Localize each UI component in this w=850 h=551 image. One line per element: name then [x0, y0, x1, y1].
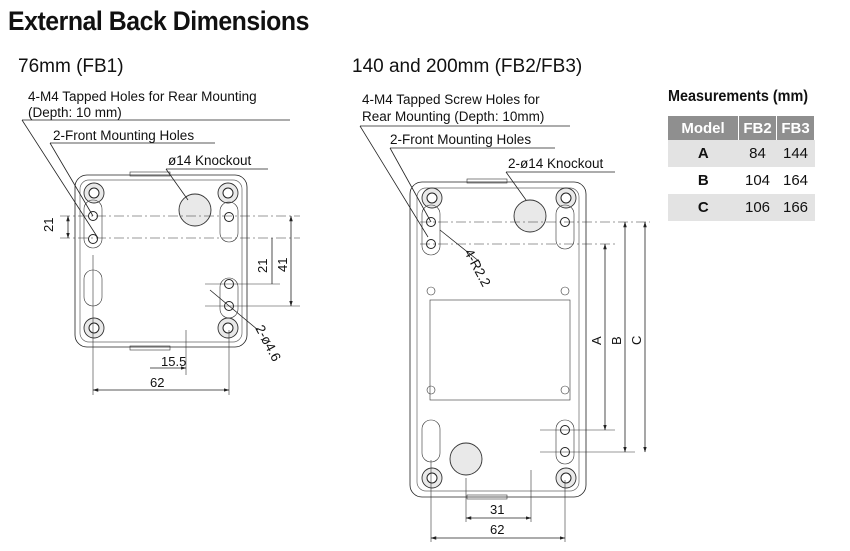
measurements-table: Model FB2 FB3 A 84 144 B 104 164 C 106 1…: [668, 116, 815, 221]
fb1-dim-21b: 21: [255, 259, 270, 273]
fb1-dim-21a: 21: [41, 218, 56, 232]
fb1-depth-label: (Depth: 10 mm): [28, 105, 122, 120]
table-row: A 84 144: [668, 140, 815, 167]
fb1-dim-15-5: 15.5: [161, 354, 186, 369]
fb23-dim-c: C: [629, 336, 644, 345]
fb1-tapped-hole: [222, 187, 234, 199]
fb1-front-label: 2-Front Mounting Holes: [53, 128, 194, 143]
header-model: Model: [668, 116, 739, 140]
fb23-knockout-label: 2-ø14 Knockout: [508, 156, 604, 171]
fb23-drawing: 4-M4 Tapped Screw Holes for Rear Mountin…: [359, 92, 650, 542]
fb1-tapped-label: 4-M4 Tapped Holes for Rear Mounting: [28, 89, 257, 104]
fb23-dim-62: 62: [490, 522, 504, 537]
fb23-dim-b: B: [609, 336, 624, 345]
row-fb2: 84: [738, 140, 777, 167]
fb1-dim-41: 41: [275, 258, 290, 272]
fb1-tapped-hole: [88, 322, 100, 334]
fb1-drawing: 4-M4 Tapped Holes for Rear Mounting (Dep…: [21, 89, 300, 395]
row-fb3: 166: [776, 194, 815, 221]
fb1-tapped-hole: [222, 322, 234, 334]
fb23-dim-31: 31: [490, 502, 504, 517]
fb23-tapped-label: 4-M4 Tapped Screw Holes for: [362, 92, 540, 107]
row-fb3: 164: [782, 172, 809, 189]
row-model: C: [668, 194, 739, 221]
page-title: External Back Dimensions: [8, 6, 309, 36]
fb1-holes-label: 2-ø4.6: [252, 322, 284, 364]
fb23-subtitle: 140 and 200mm (FB2/FB3): [352, 56, 583, 77]
measurements-title: Measurements (mm): [668, 88, 809, 105]
row-model: A: [668, 140, 739, 167]
fb23-knockout: [449, 442, 483, 476]
row-model: B: [697, 172, 709, 189]
header-fb2: FB2: [738, 116, 777, 140]
table-row: B 104 164: [668, 167, 815, 194]
row-fb2: 106: [738, 194, 777, 221]
header-fb3: FB3: [776, 116, 815, 140]
fb1-subtitle: 76mm (FB1): [18, 56, 124, 77]
fb1-knockout: [178, 193, 212, 227]
fb23-housing: [409, 181, 587, 498]
fb1-dim-62: 62: [150, 375, 164, 390]
row-fb2: 104: [744, 172, 771, 189]
fb23-knockout: [513, 199, 547, 233]
row-fb3: 144: [776, 140, 815, 167]
fb23-dim-a: A: [589, 336, 604, 345]
fb1-tapped-hole: [88, 187, 100, 199]
fb23-radius-label: 4-R2.2: [461, 246, 493, 289]
fb23-tapped-label-2: Rear Mounting (Depth: 10mm): [362, 109, 544, 124]
fb1-housing: [74, 174, 248, 348]
fb1-knockout-label: ø14 Knockout: [168, 153, 252, 168]
fb23-front-label: 2-Front Mounting Holes: [390, 132, 531, 147]
table-row: C 106 166: [668, 194, 815, 221]
